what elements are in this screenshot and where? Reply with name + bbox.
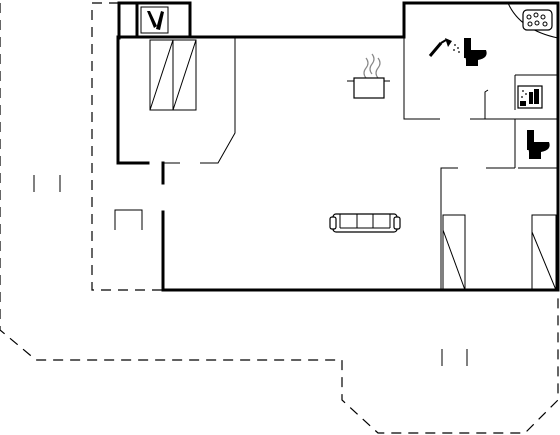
washing-machine-icon xyxy=(517,85,543,109)
walls xyxy=(116,1,560,292)
single-bed-icon xyxy=(442,214,466,291)
sofa-icon xyxy=(329,213,401,233)
toilet-icon xyxy=(464,38,487,66)
toilet-icon xyxy=(527,130,550,159)
shower-icon xyxy=(428,38,460,57)
whirlpool-icon xyxy=(522,9,553,31)
single-bed-icon xyxy=(531,214,557,291)
wine-icon xyxy=(140,6,169,34)
cooking-pot-icon xyxy=(347,53,390,99)
double-bed-icon xyxy=(149,39,197,111)
